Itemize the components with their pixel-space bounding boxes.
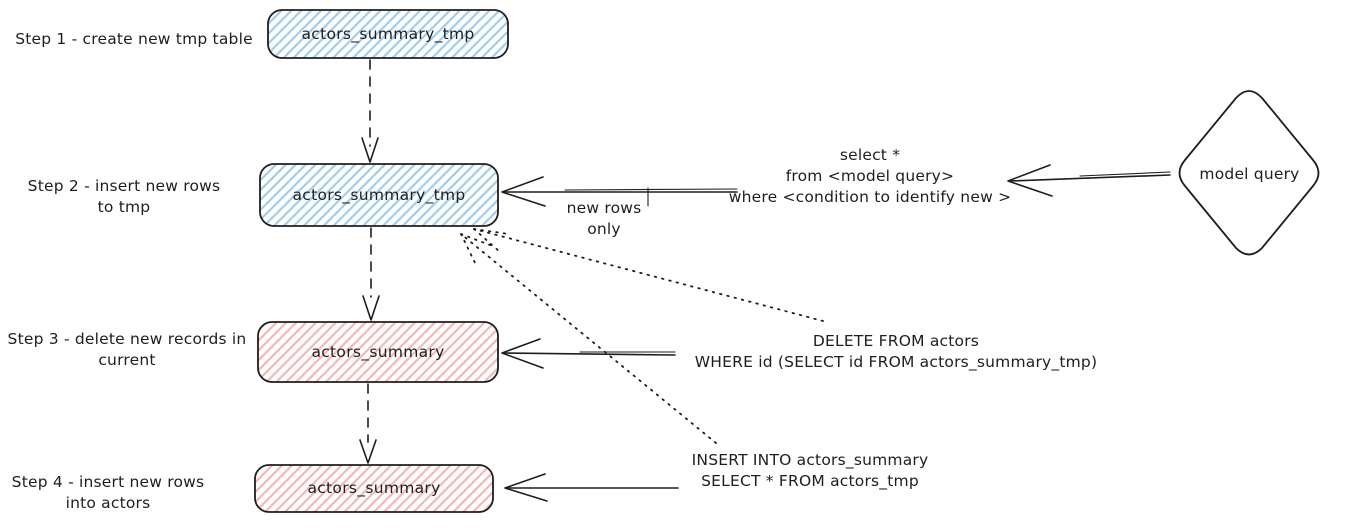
arrow-model-query-to-source-query bbox=[1007, 164, 1171, 197]
step2-box-label: actors_summary_tmp bbox=[292, 186, 466, 204]
model-query-label: model query bbox=[1199, 165, 1300, 183]
arrow-step2-to-step3 bbox=[362, 227, 380, 321]
node-step1-tmp-table bbox=[267, 9, 509, 59]
arrow-insert-sql-to-step4 bbox=[504, 473, 679, 502]
source-query-text: select * from <model query> where <condi… bbox=[728, 146, 1012, 206]
node-step4-current-table bbox=[254, 464, 494, 513]
step1-caption: Step 1 - create new tmp table bbox=[15, 30, 253, 48]
step3-caption: Step 3 - delete new records in current bbox=[7, 330, 247, 369]
insert-sql-text: INSERT INTO actors_summary SELECT * FROM… bbox=[691, 451, 929, 490]
node-step3-current-table bbox=[257, 321, 499, 383]
step2-caption: Step 2 - insert new rows to tmp bbox=[27, 177, 221, 216]
node-step2-tmp-table bbox=[259, 163, 499, 227]
step4-box-label: actors_summary bbox=[307, 479, 441, 497]
arrow-step3-to-step4 bbox=[359, 383, 377, 464]
dotted-link-step2-to-insert-sql bbox=[460, 233, 717, 444]
step1-box-label: actors_summary_tmp bbox=[301, 25, 475, 43]
arrow-delete-sql-to-step3 bbox=[501, 338, 676, 369]
delete-sql-text: DELETE FROM actors WHERE id (SELECT id F… bbox=[694, 332, 1098, 371]
new-rows-only-label: new rows only bbox=[566, 199, 642, 238]
dotted-link-step2-to-delete-sql bbox=[473, 228, 824, 322]
arrow-step1-to-step2 bbox=[361, 59, 379, 163]
step4-caption: Step 4 - insert new rows into actors bbox=[11, 473, 205, 512]
node-model-query-diamond bbox=[1178, 90, 1320, 256]
step3-box-label: actors_summary bbox=[311, 343, 445, 361]
arrow-source-query-to-step2 bbox=[501, 176, 738, 207]
